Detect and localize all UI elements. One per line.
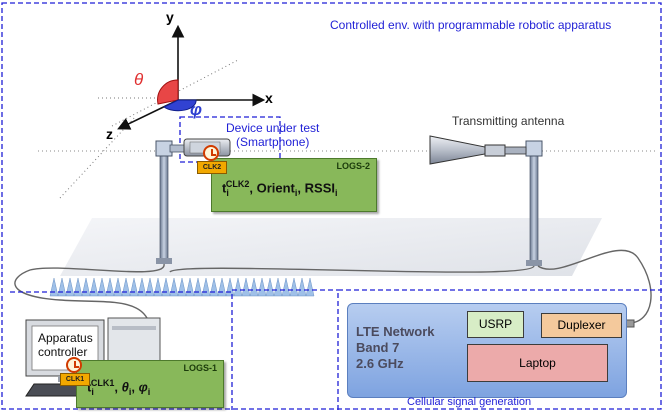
lte-band-label: Band 7 [356, 340, 400, 355]
z-axis-label: z [106, 126, 113, 142]
x-axis-label: x [265, 90, 273, 106]
logs-1-theta-sub: i [128, 386, 132, 397]
absorber-cone [121, 277, 131, 297]
phi-arc-icon [163, 99, 197, 112]
absorber-cone [297, 277, 307, 297]
absorber-cone [129, 277, 139, 297]
usrp-box: USRP [467, 311, 524, 338]
logs-1-tag: LOGS-1 [183, 363, 217, 373]
dut-mast [155, 140, 185, 264]
absorber-cone [273, 277, 283, 297]
logs-1-theta: θ [121, 379, 129, 395]
absorber-cone [281, 277, 291, 297]
tx-antenna-label: Transmitting antenna [452, 114, 565, 128]
logs-2-orient-sub: i [294, 187, 298, 198]
logs-2-t: t [222, 180, 227, 196]
absorber-cone [105, 277, 115, 297]
absorber-cone [161, 277, 171, 297]
absorber-cone [57, 277, 67, 297]
logs-1-formula: tiCLK1, θi, φi [87, 378, 150, 397]
environment-label: Controlled env. with programmable roboti… [330, 18, 612, 32]
logs-1-box: LOGS-1 tiCLK1, θi, φi [76, 360, 224, 408]
bottom-dashed-boxes [10, 289, 662, 410]
clock-icon [203, 145, 219, 161]
absorber-cone [65, 277, 75, 297]
logs-1-phi: φ [138, 379, 148, 395]
cables [14, 249, 652, 351]
absorber-cone [249, 277, 259, 297]
theta-arc-icon [157, 79, 179, 105]
logs-2-formula: tiCLK2, Orienti, RSSIi [222, 179, 338, 198]
absorber-cone [81, 277, 91, 297]
apparatus-sublabel: controller [38, 345, 88, 359]
cellular-label: Cellular signal generation [407, 396, 532, 408]
duplexer-box: Duplexer [541, 313, 622, 338]
logs-2-orient: , Orient [249, 180, 295, 196]
absorber-cone [153, 277, 163, 297]
logs-2-box: LOGS-2 tiCLK2, Orienti, RSSIi [211, 158, 377, 212]
absorber-cone [97, 277, 107, 297]
dut-sublabel: (Smartphone) [236, 135, 310, 149]
absorber-cone [201, 277, 211, 297]
logs-1-t: t [87, 379, 92, 395]
absorber-row [49, 277, 315, 297]
absorber-cone [193, 277, 203, 297]
absorber-cone [113, 277, 123, 297]
logs-2-t-sub: i [226, 187, 229, 198]
floor-plane [60, 218, 602, 276]
logs-2-rssi-sub: i [334, 187, 338, 198]
absorber-cone [265, 277, 275, 297]
horn-antenna-icon [429, 135, 527, 165]
absorber-cone [217, 277, 227, 297]
absorber-cone [241, 277, 251, 297]
absorber-cone [233, 277, 243, 297]
theta-label: θ [134, 70, 144, 89]
absorber-cone [289, 277, 299, 297]
absorber-cone [257, 277, 267, 297]
clk2-tag: CLK2 [197, 161, 227, 174]
logs-1-comma2: , [131, 379, 139, 395]
apparatus-label: Apparatus [38, 331, 93, 345]
absorber-cone [73, 277, 83, 297]
absorber-cone [177, 277, 187, 297]
phi-label: φ [190, 100, 202, 119]
logs-2-rssi: , RSSI [297, 180, 335, 196]
clk1-tag: CLK1 [60, 373, 90, 386]
absorber-cone [305, 277, 315, 297]
absorber-cone [49, 277, 59, 297]
logs-1-phi-sub: i [147, 386, 151, 397]
absorber-cone [137, 277, 147, 297]
axis-guides [59, 59, 239, 199]
clock-icon [66, 357, 82, 373]
absorber-cone [209, 277, 219, 297]
logs-2-t-sup: CLK2 [225, 179, 250, 189]
dut-label: Device under test [226, 121, 320, 135]
logs-2-tag: LOGS-2 [336, 161, 370, 171]
tx-mast [525, 140, 543, 266]
lte-network-label: LTE Network [356, 324, 435, 339]
absorber-cone [185, 277, 195, 297]
absorber-cone [225, 277, 235, 297]
logs-1-t-sup: CLK1 [90, 378, 115, 388]
logs-1-t-sub: i [91, 386, 94, 397]
absorber-cone [169, 277, 179, 297]
logs-1-comma1: , [114, 379, 122, 395]
absorber-cone [145, 277, 155, 297]
absorber-cone [89, 277, 99, 297]
lte-frequency-label: 2.6 GHz [356, 356, 404, 371]
laptop-box: Laptop [467, 344, 608, 382]
y-axis-label: y [166, 9, 174, 25]
